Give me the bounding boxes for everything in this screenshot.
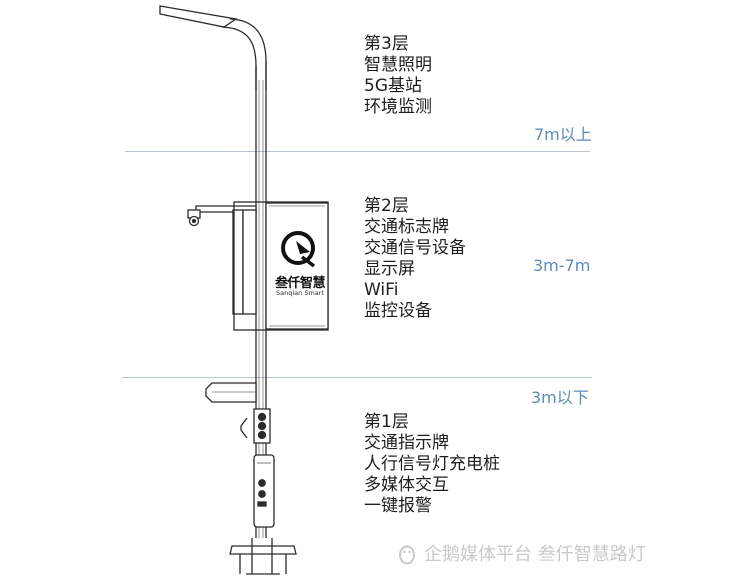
layer-1-text: 第1层 交通指示牌 人行信号灯充电桩 多媒体交互 一键报警: [364, 412, 500, 517]
layer-1-title: 第1层: [364, 412, 409, 432]
pole-base: [229, 538, 297, 575]
layer-2-item: WiFi: [364, 280, 399, 300]
layer-3-item: 智慧照明: [364, 55, 432, 75]
sign-panels: [232, 201, 329, 331]
layer-3-title: 第3层: [364, 34, 409, 54]
layer-3-item: 5G基站: [364, 76, 422, 96]
layer-2-item: 交通标志牌: [364, 217, 449, 237]
logo-english: Sanqian Smart: [276, 289, 324, 297]
penguin-media-icon: [399, 545, 415, 565]
direction-sign: [205, 382, 257, 403]
layer-2-item: 显示屏: [364, 259, 415, 279]
watermark: 企鹅媒体平台 叁仟智慧路灯: [424, 540, 646, 566]
layer-1-item: 一键报警: [364, 496, 432, 516]
layer-3-item: 环境监测: [364, 97, 432, 117]
layer-1-item: 交通指示牌: [364, 433, 449, 453]
layer-2-title: 第2层: [364, 196, 409, 216]
layer-1-item: 人行信号灯充电桩: [364, 454, 500, 474]
charging-cabinet: [253, 454, 275, 528]
watermark-text: 企鹅媒体平台 叁仟智慧路灯: [424, 544, 646, 565]
layer-2-item: 交通信号设备: [364, 238, 466, 258]
logo-chinese: 叁仟智慧: [274, 276, 326, 291]
traffic-signal: [240, 408, 271, 444]
layer-3-text: 第3层 智慧照明 5G基站 环境监测: [364, 34, 432, 118]
lamp-arm: [159, 5, 267, 90]
layer-1-item: 多媒体交互: [364, 475, 449, 495]
height-label-3m-7m: 3m-7m: [533, 256, 591, 275]
divider-3m: [122, 377, 592, 378]
layer-2-item: 监控设备: [364, 301, 432, 321]
divider-7m: [125, 151, 590, 152]
height-label-3m: 3m以下: [531, 388, 589, 407]
layer-2-text: 第2层 交通标志牌 交通信号设备 显示屏 WiFi 监控设备: [364, 196, 466, 322]
height-label-7m: 7m以上: [534, 125, 592, 144]
logo-emblem: [281, 231, 316, 268]
